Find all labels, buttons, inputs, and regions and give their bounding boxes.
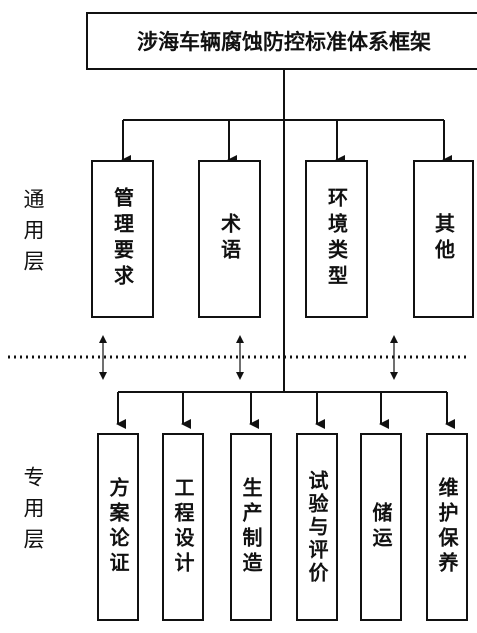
specific-item-test: 试验与评价 [305, 469, 329, 585]
specific-box-test: 试验与评价 [296, 433, 338, 621]
general-item-environment: 环境类型 [324, 187, 349, 291]
specific-item-design: 工程设计 [171, 477, 195, 577]
framework-title: 涉海车辆腐蚀防控标准体系框架 [137, 30, 431, 54]
general-box-other: 其他 [413, 160, 474, 318]
general-box-terminology: 术语 [198, 160, 261, 318]
general-item-other: 其他 [431, 213, 456, 265]
specific-box-scheme: 方案论证 [97, 433, 139, 621]
specific-layer-label: 专用层 [21, 466, 45, 559]
specific-box-manufacture: 生产制造 [230, 433, 272, 621]
specific-box-storage: 储运 [360, 433, 402, 621]
specific-box-design: 工程设计 [162, 433, 204, 621]
framework-title-box: 涉海车辆腐蚀防控标准体系框架 [86, 12, 477, 70]
general-box-management: 管理要求 [91, 160, 154, 318]
general-layer-label: 通用层 [21, 188, 45, 281]
specific-item-manufacture: 生产制造 [239, 477, 263, 577]
specific-item-storage: 储运 [369, 502, 393, 552]
general-item-terminology: 术语 [217, 213, 242, 265]
general-box-environment: 环境类型 [305, 160, 368, 318]
specific-box-maintenance: 维护保养 [426, 433, 468, 621]
specific-item-scheme: 方案论证 [106, 477, 130, 577]
general-item-management: 管理要求 [110, 187, 135, 291]
specific-item-maintenance: 维护保养 [435, 477, 459, 577]
